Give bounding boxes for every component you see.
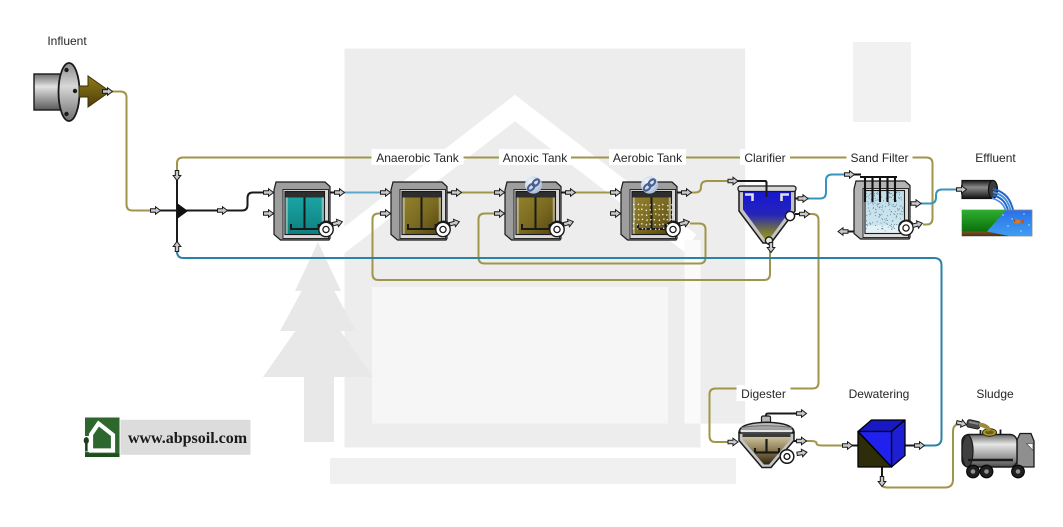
svg-text:www.abpsoil.com: www.abpsoil.com (128, 430, 248, 447)
svg-text:Anaerobic Tank: Anaerobic Tank (376, 151, 460, 165)
svg-text:Aerobic Tank: Aerobic Tank (613, 151, 683, 165)
svg-text:Clarifier: Clarifier (744, 151, 785, 165)
svg-text:Anoxic Tank: Anoxic Tank (503, 151, 568, 165)
svg-text:Effluent: Effluent (975, 151, 1016, 165)
svg-text:Dewatering: Dewatering (849, 387, 910, 401)
svg-text:Influent: Influent (47, 34, 87, 48)
svg-text:Digester: Digester (741, 387, 786, 401)
svg-text:Sludge: Sludge (976, 387, 1014, 401)
svg-text:Sand Filter: Sand Filter (850, 151, 908, 165)
